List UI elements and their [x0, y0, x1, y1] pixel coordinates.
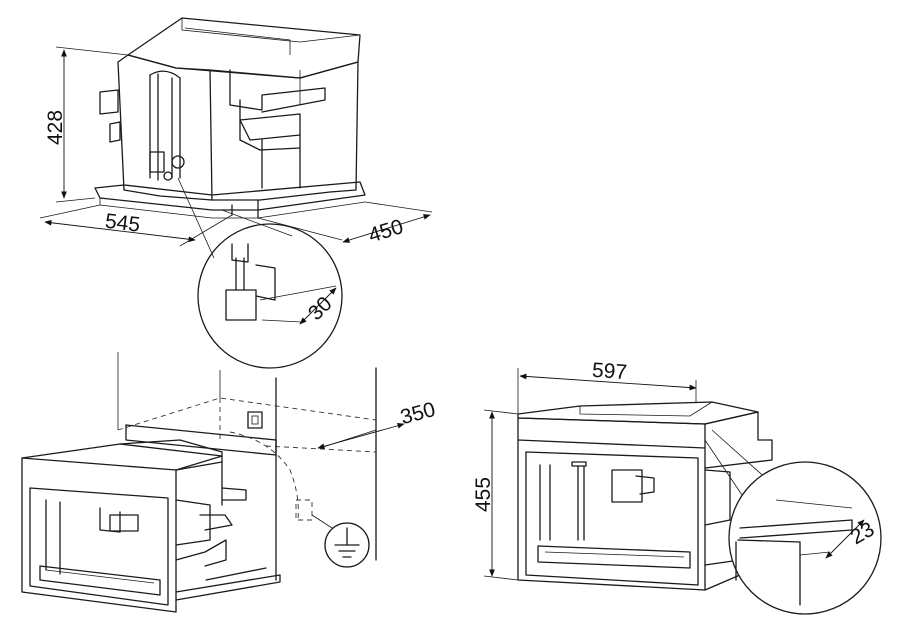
dimension-depth-top: 545 [39, 204, 233, 247]
dimension-cabinet-depth: 350 [317, 398, 438, 450]
label-height-top: 428 [44, 110, 67, 145]
label-detail-pipe: 30 [304, 292, 337, 325]
cabinet-installation-view [21, 352, 377, 613]
dimension-width-front: 597 [517, 359, 697, 414]
ground-symbol-icon [324, 522, 370, 568]
label-depth-top: 545 [104, 210, 142, 237]
label-width-front: 597 [591, 359, 628, 384]
dimension-height-top: 428 [44, 46, 129, 203]
label-width-top: 450 [366, 215, 406, 247]
machine-top-view [94, 17, 366, 219]
label-cabinet-depth: 350 [398, 398, 438, 429]
dimension-width-top: 450 [257, 201, 433, 247]
machine-front-view [517, 401, 773, 591]
label-height-front: 455 [472, 477, 495, 512]
detail-gap-callout: 23 [704, 429, 882, 615]
dimension-height-front: 455 [472, 409, 519, 581]
detail-pipe-callout: 30 [177, 177, 343, 369]
